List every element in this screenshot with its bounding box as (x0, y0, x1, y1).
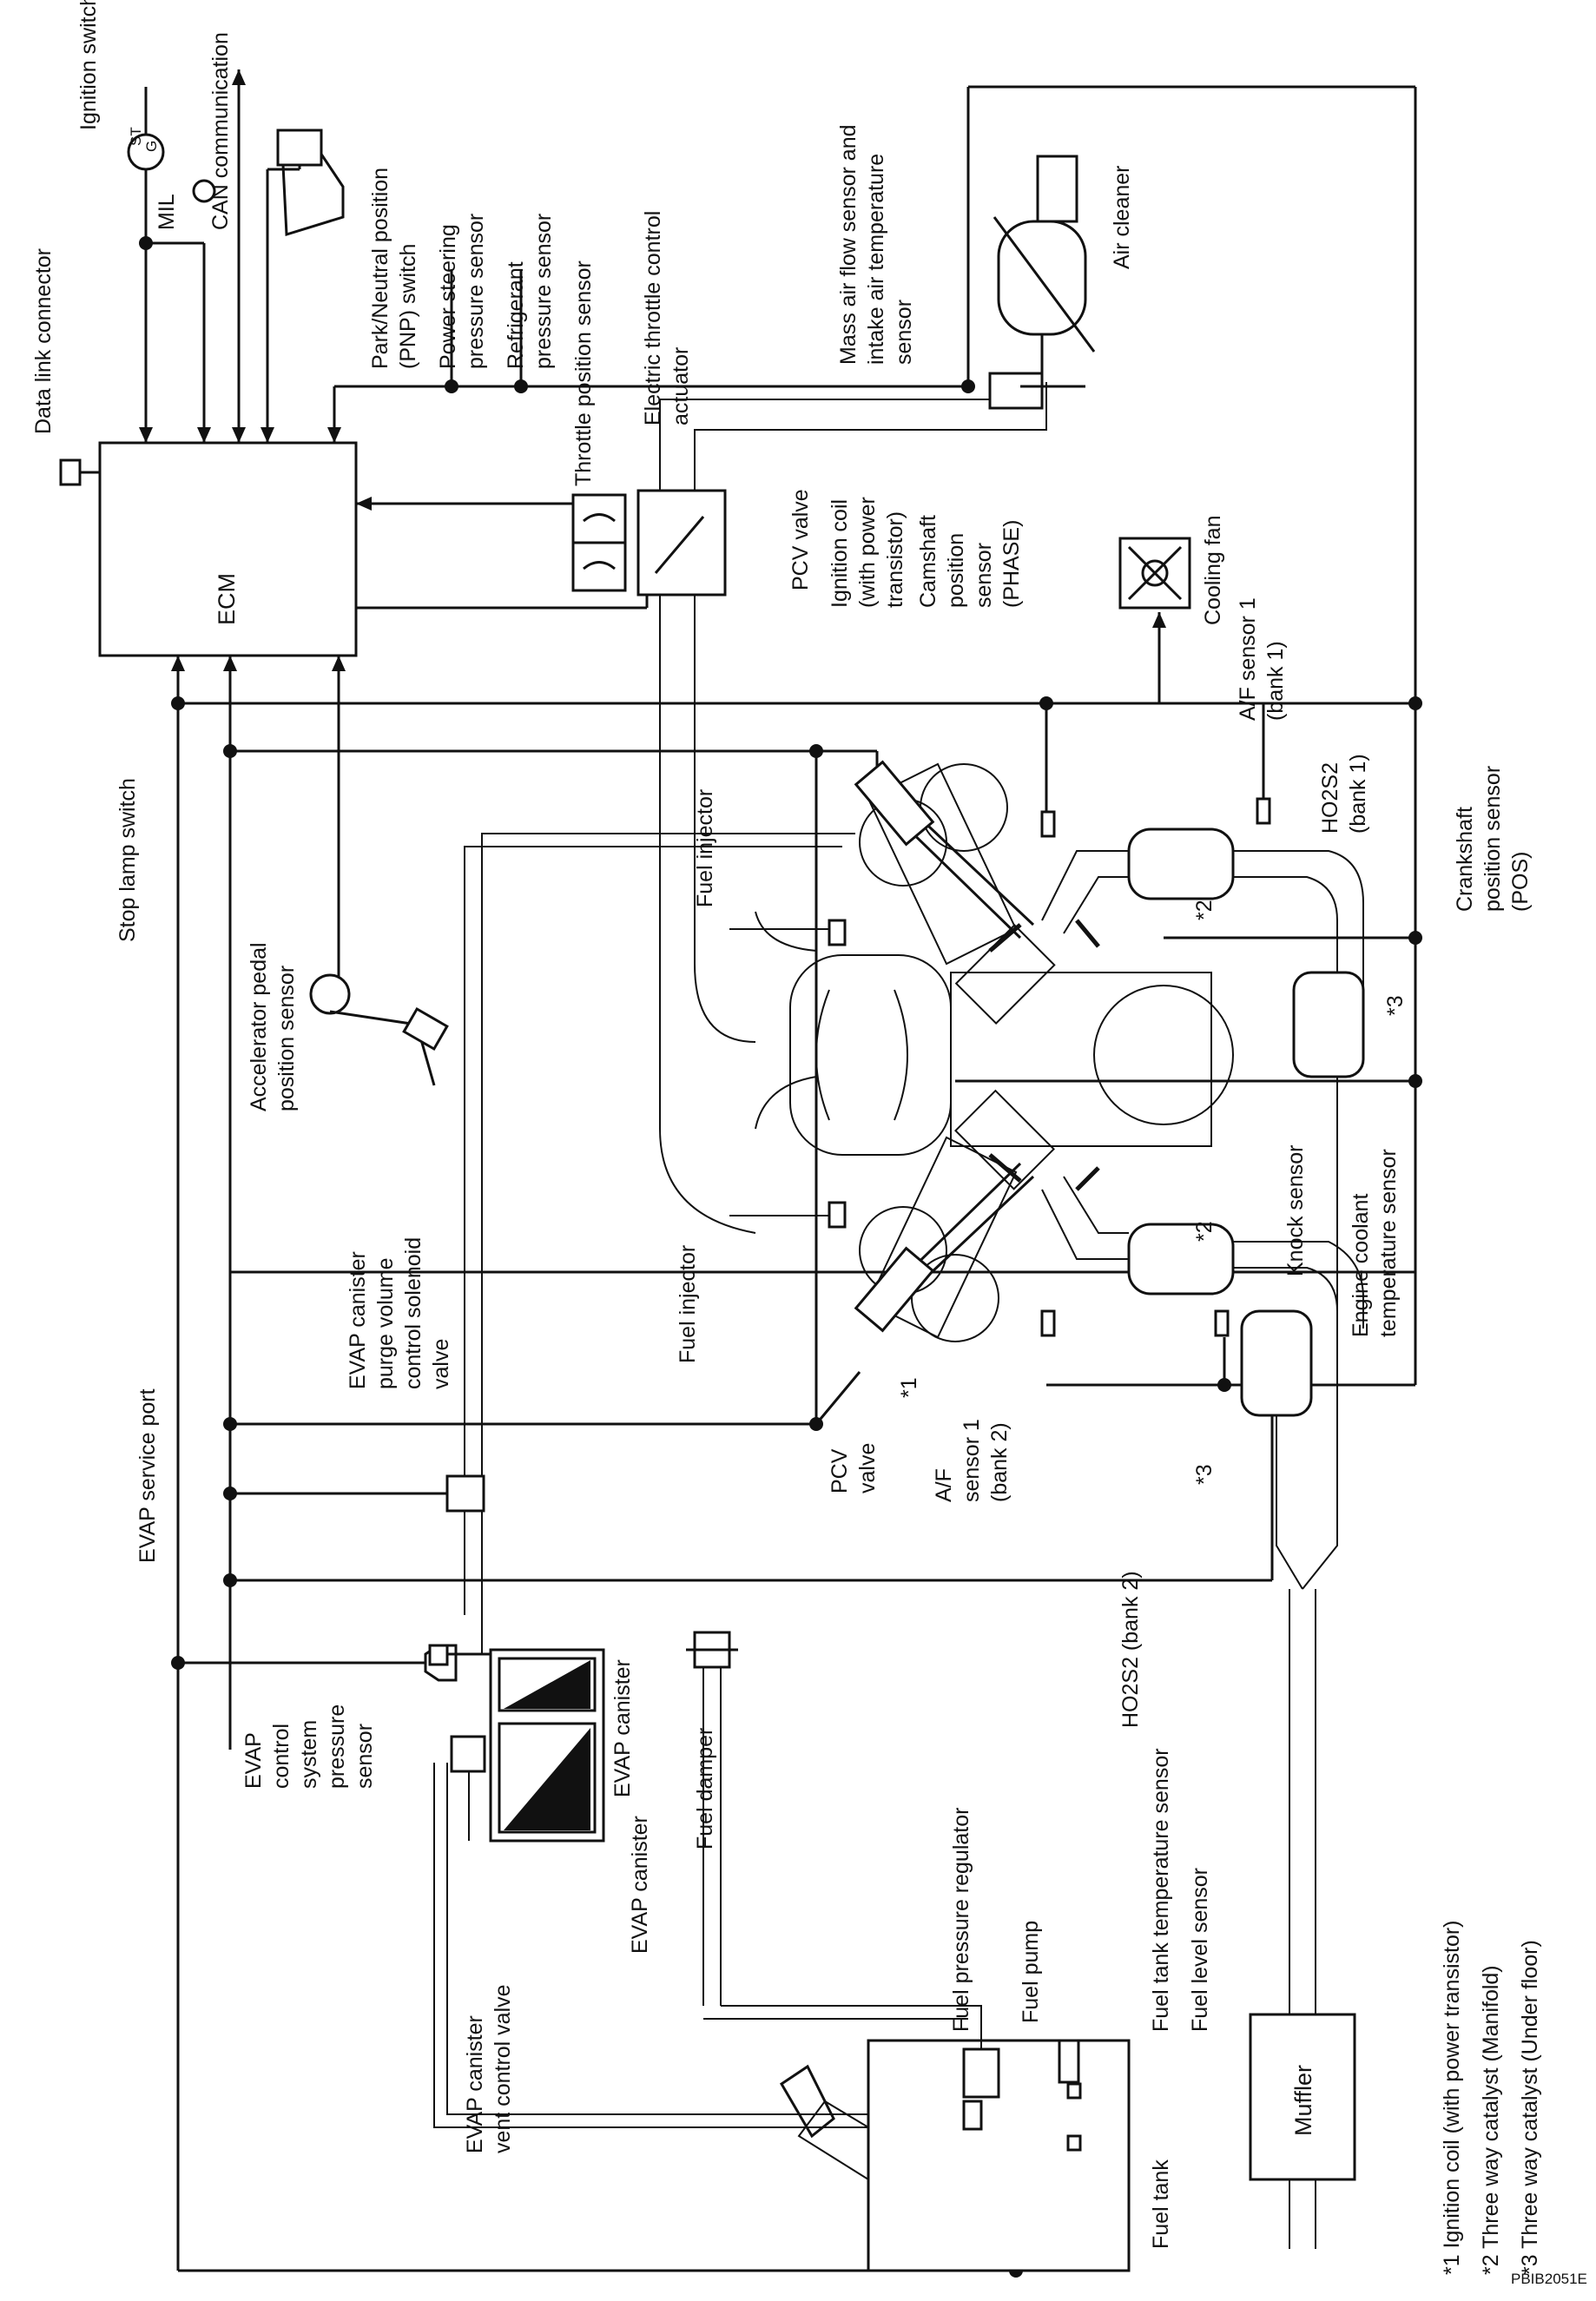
af-sensor-bank1-label-2: (bank 1) (1263, 641, 1288, 721)
cooling-fan-icon (1118, 537, 1191, 610)
fuel-injector-bottom-label: Fuel injector (676, 1245, 700, 1363)
evap-pressure-label-1: EVAP (241, 1732, 266, 1789)
throttle-actuator-label-1: Electric throttle control (641, 211, 665, 425)
ign-st-label: ST (128, 127, 144, 146)
pcv-valve-bottom-label-1: PCV (828, 1448, 852, 1493)
ignition-switch-icon: ST G (127, 127, 165, 171)
ect-label-1: Engine coolant (1349, 1194, 1373, 1337)
camshaft-label-1: Camshaft (916, 515, 940, 608)
evap-canister-label-b: EVAP canister (628, 1816, 652, 1954)
crankshaft-label-3: (POS) (1508, 852, 1533, 912)
evap-purge-label-3: control solenoid (401, 1237, 425, 1389)
star3-bottom-label: *3 (1192, 1464, 1217, 1485)
fuel-tank (703, 2005, 1131, 2272)
throttle-position-sensor-label: Throttle position sensor (571, 260, 596, 486)
fuel-pressure-regulator-label: Fuel pressure regulator (949, 1808, 973, 2032)
signal-wiring (59, 69, 1422, 2278)
fuel-damper-label: Fuel damper (693, 1728, 717, 1849)
app-sensor-label-1: Accelerator pedal (247, 942, 271, 1111)
figure-code: PBIB2051E (1511, 2271, 1587, 2287)
ecm-box (98, 441, 358, 657)
data-link-connector-label: Data link connector (31, 248, 56, 434)
mil-label: MIL (155, 194, 179, 230)
refrigerant-label-2: pressure sensor (531, 214, 556, 369)
note-2: *2 Three way catalyst (Manifold) (1479, 1965, 1503, 2275)
evap-pressure-label-2: control (269, 1724, 293, 1789)
throttle-actuator-label-2: actuator (669, 347, 693, 425)
camshaft-label-4: (PHASE) (999, 520, 1024, 608)
star3-top-label: *3 (1383, 995, 1408, 1016)
star2-top-label: *2 (1192, 900, 1217, 920)
fuel-pump-label: Fuel pump (1019, 1921, 1043, 2023)
throttle-body (571, 489, 727, 597)
crankshaft-label-1: Crankshaft (1453, 807, 1477, 912)
evap-purge-label-4: valve (429, 1339, 453, 1389)
ignition-coil-label-1: Ignition coil (828, 499, 852, 608)
af-sensor-bank2-label-1: A/F (932, 1468, 956, 1502)
evap-pressure-label-3: system (297, 1720, 321, 1789)
app-sensor-label-2: position sensor (274, 966, 299, 1111)
note-3: *3 Three way catalyst (Under floor) (1518, 1940, 1542, 2275)
ho2s2-bank1-label-2: (bank 1) (1346, 754, 1370, 834)
muffler-label: Muffler (1290, 2065, 1316, 2136)
camshaft-label-3: sensor (972, 543, 996, 608)
evap-pressure-label-4: pressure (325, 1704, 349, 1789)
ecm-label: ECM (214, 573, 240, 625)
ect-label-2: temperature sensor (1376, 1149, 1401, 1337)
af-sensor-bank1-label-1: A/F sensor 1 (1236, 597, 1260, 721)
evap-vent-label-2: vent control valve (491, 1984, 515, 2153)
evap-vent-label-1: EVAP canister (463, 2015, 487, 2153)
maf-label-1: Mass air flow sensor and (836, 124, 861, 365)
camshaft-label-2: position (944, 533, 968, 608)
pcv-valve-top-label: PCV valve (788, 489, 813, 590)
evap-purge-label-1: EVAP canister (346, 1251, 370, 1389)
fuel-injector-top-label: Fuel injector (693, 789, 717, 907)
ps-pressure-label-2: pressure sensor (464, 214, 488, 369)
evap-purge-label-2: purge volume (373, 1258, 398, 1389)
air-intake (659, 155, 1096, 1234)
evap-system (424, 1474, 868, 2128)
can-communication-label: CAN communication (208, 32, 233, 230)
evap-pressure-label-5: sensor (353, 1724, 377, 1789)
data-link-connector-icon (59, 458, 82, 486)
maf-label-3: sensor (892, 300, 916, 365)
star2-bottom-label: *2 (1192, 1221, 1217, 1242)
ignition-coil-label-2: (with power (855, 497, 880, 608)
ho2s2-bank2-label: HO2S2 (bank 2) (1118, 1571, 1143, 1728)
ign-g-label: G (143, 141, 160, 152)
exhaust-system (1040, 797, 1365, 2249)
cooling-fan-label: Cooling fan (1201, 516, 1225, 625)
pnp-switch-icon (276, 129, 345, 237)
fuel-tank-label: Fuel tank (1149, 2159, 1173, 2249)
pnp-switch-label-2: (PNP) switch (396, 244, 420, 369)
ignition-switch-label: Ignition switch (76, 0, 101, 130)
crankshaft-label-2: position sensor (1481, 766, 1505, 912)
af-sensor-bank2-label-2: sensor 1 (960, 1419, 984, 1502)
ignition-coil-label-3: transistor) (883, 511, 907, 608)
mil-lamp-icon (192, 179, 216, 203)
stop-lamp-switch-label: Stop lamp switch (115, 778, 140, 942)
af-sensor-bank2-label-3: (bank 2) (987, 1422, 1012, 1502)
star1-label: *1 (897, 1377, 921, 1398)
fuel-tank-temp-label: Fuel tank temperature sensor (1149, 1748, 1173, 2032)
refrigerant-label-1: Refrigerant (504, 261, 528, 369)
maf-label-2: intake air temperature (864, 154, 888, 365)
evap-canister-label-a: EVAP canister (610, 1659, 635, 1797)
air-cleaner-label: Air cleaner (1110, 166, 1134, 270)
ho2s2-bank1-label-1: HO2S2 (1318, 762, 1342, 834)
pcv-valve-bottom-label-2: valve (855, 1443, 880, 1493)
fuel-level-label: Fuel level sensor (1188, 1868, 1212, 2032)
accelerator-pedal-icon (309, 973, 449, 1086)
knock-sensor-label: Knock sensor (1283, 1145, 1308, 1276)
labels: Data link connector Ignition switch MIL … (31, 0, 1542, 2275)
evap-service-port-label: EVAP service port (135, 1388, 160, 1563)
note-1: *1 Ignition coil (with power transistor) (1440, 1921, 1464, 2276)
ps-pressure-label-1: Power steering (436, 224, 460, 369)
pnp-switch-label-1: Park/Neutral position (368, 168, 392, 369)
